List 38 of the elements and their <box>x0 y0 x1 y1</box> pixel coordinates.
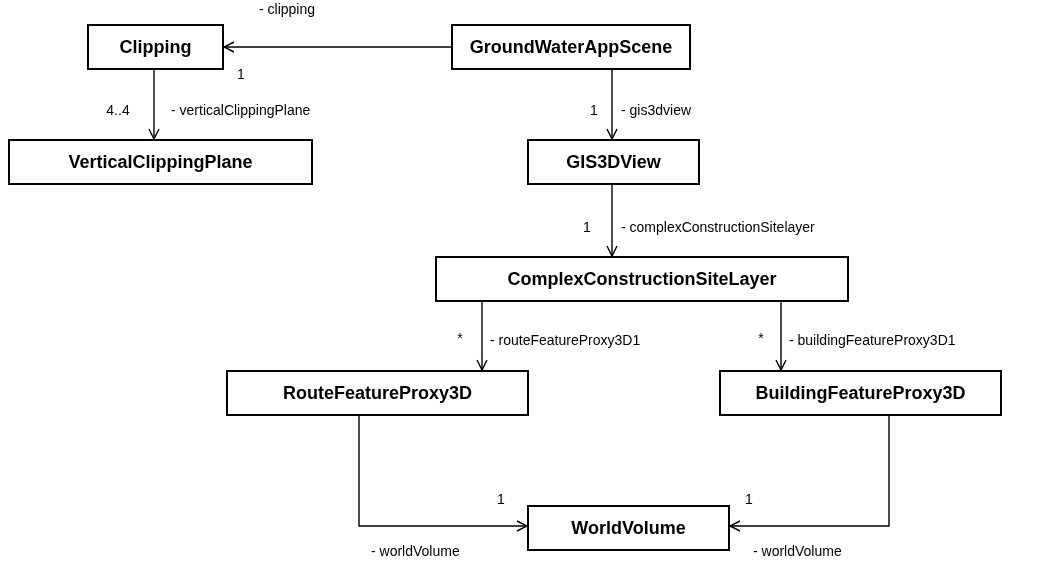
association-arrow <box>606 184 618 257</box>
association-arrow <box>775 301 787 371</box>
class-box <box>451 24 691 70</box>
multiplicity-label: 1 <box>589 102 599 118</box>
class-box <box>435 256 849 302</box>
association-arrow <box>223 41 452 53</box>
class-box <box>87 24 224 70</box>
multiplicity-label: 1 <box>744 491 754 507</box>
class-name: BuildingFeatureProxy3D <box>755 382 966 404</box>
role-name: - worldVolume <box>752 543 843 559</box>
class-box <box>527 139 700 185</box>
role-name: - worldVolume <box>370 543 461 559</box>
class-name: WorldVolume <box>571 517 686 539</box>
association-arrow <box>358 415 528 532</box>
class-name: VerticalClippingPlane <box>68 151 253 173</box>
multiplicity-label: 1 <box>236 66 246 82</box>
class-name: Clipping <box>119 36 192 58</box>
role-name: - buildingFeatureProxy3D1 <box>788 332 957 348</box>
class-box <box>226 370 529 416</box>
multiplicity-label: 1 <box>582 219 592 235</box>
role-name: - routeFeatureProxy3D1 <box>489 332 642 348</box>
role-name: - verticalClippingPlane <box>170 102 312 118</box>
role-name: - complexConstructionSitelayer <box>620 219 816 235</box>
class-box <box>719 370 1002 416</box>
multiplicity-label: 4..4 <box>105 102 131 118</box>
role-name: - gis3dview <box>620 102 693 118</box>
role-name: - clipping <box>258 1 317 17</box>
association-arrow <box>476 301 488 371</box>
class-name: RouteFeatureProxy3D <box>282 382 473 404</box>
class-box <box>8 139 313 185</box>
class-name: ComplexConstructionSiteLayer <box>507 268 777 290</box>
association-arrow <box>729 415 890 532</box>
class-name: GroundWaterAppScene <box>469 36 673 58</box>
multiplicity-label: 1 <box>496 491 506 507</box>
association-arrow <box>606 69 618 140</box>
class-name: GIS3DView <box>566 151 661 173</box>
class-box <box>527 505 730 551</box>
association-arrow <box>148 69 160 140</box>
